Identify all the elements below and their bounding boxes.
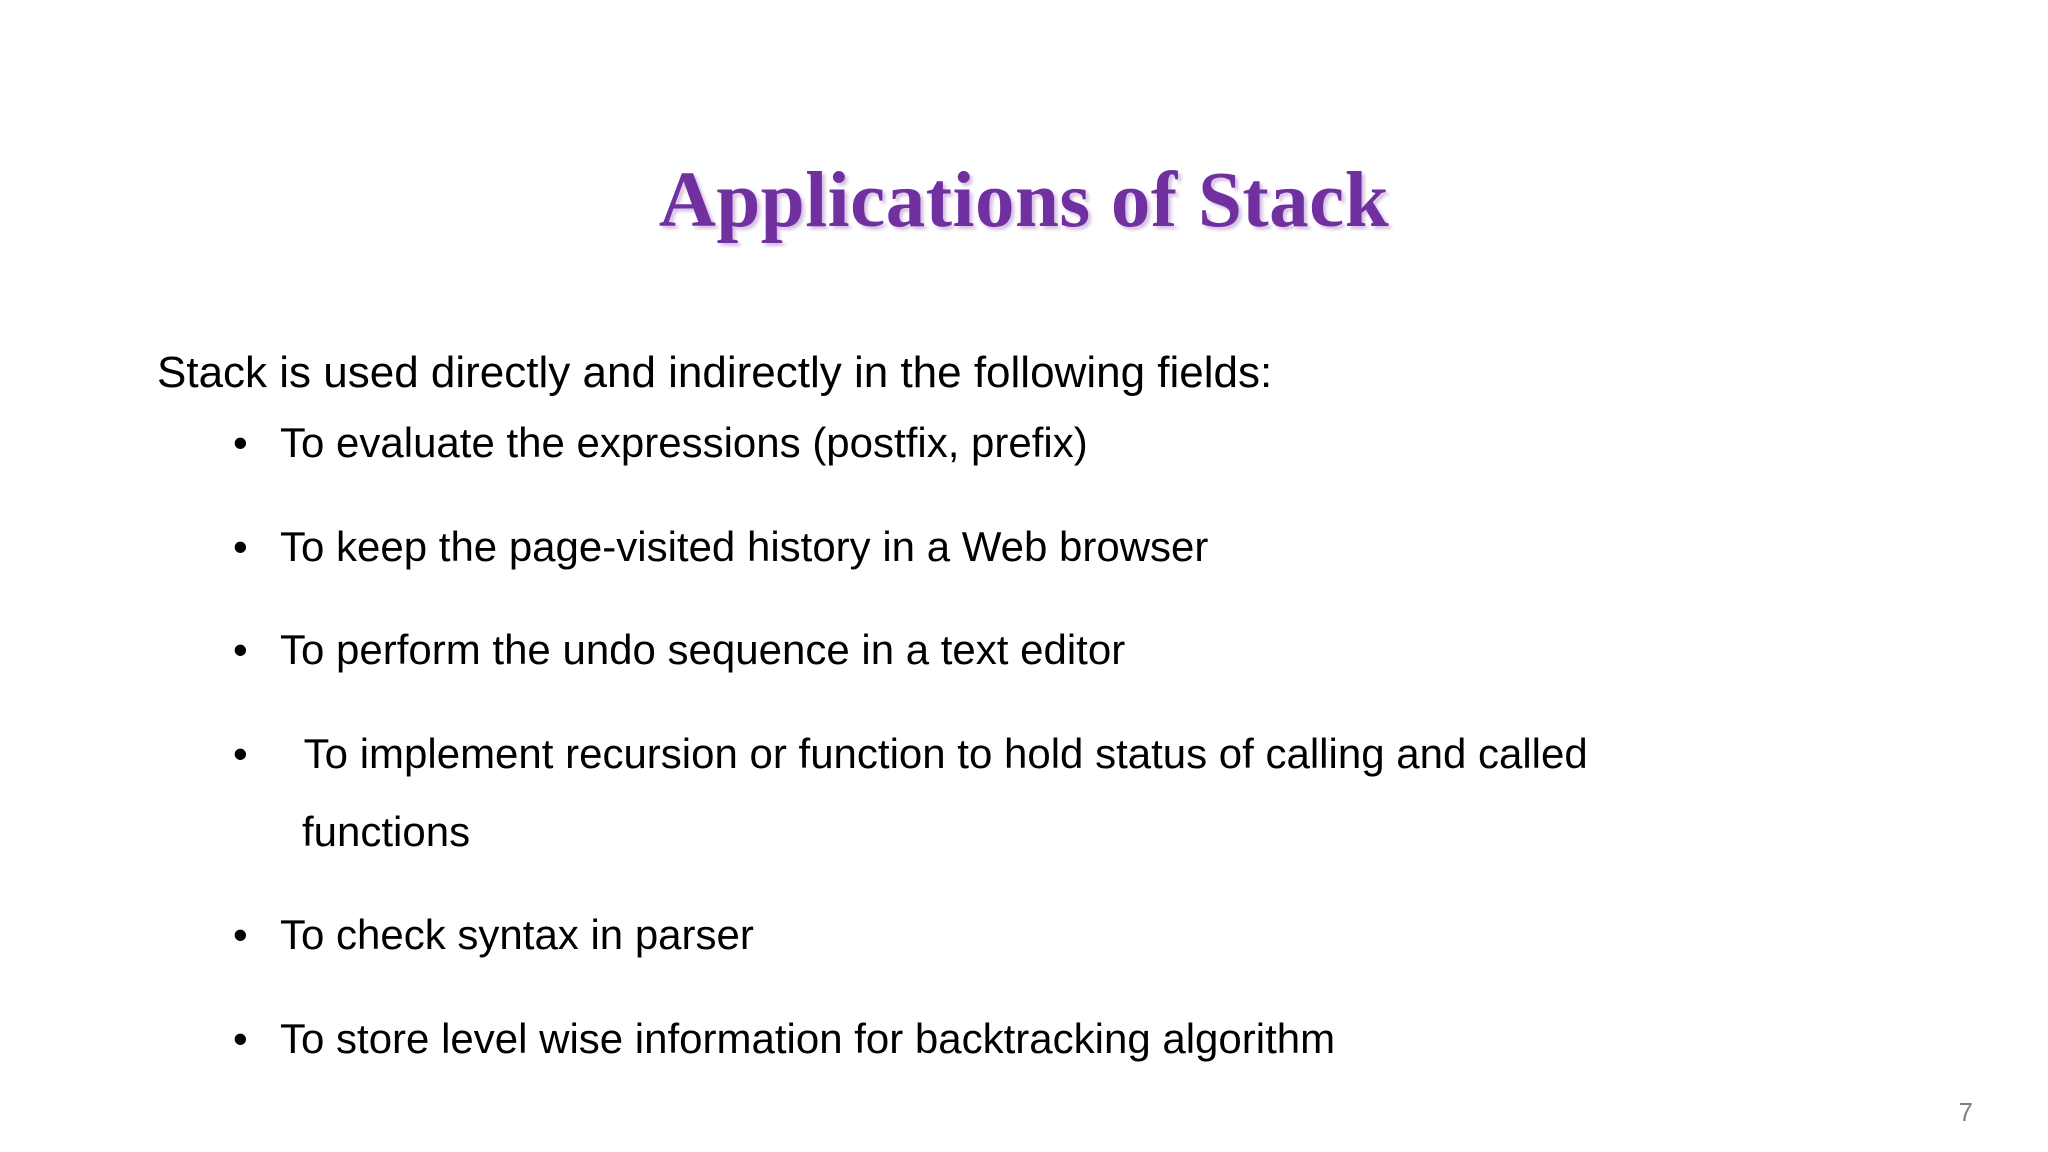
bullet-dot-icon: •: [233, 419, 248, 466]
bullet-dot-icon: •: [233, 1014, 248, 1062]
bullet-list: • To evaluate the expressions (postfix, …: [233, 413, 1793, 1068]
list-item-text-continuation: functions: [302, 807, 471, 855]
bullet-dot-icon: •: [233, 626, 248, 674]
slide-title: Applications of Stack: [658, 156, 1390, 244]
list-item-text: To store level wise information for back…: [280, 1014, 1336, 1062]
bullet-dot-icon: •: [233, 729, 248, 777]
list-item: • To store level wise information for ba…: [233, 1009, 1793, 1069]
list-item: • To check syntax in parser: [233, 905, 1793, 965]
list-item-text: To keep the page-visited history in a We…: [280, 522, 1209, 570]
list-item-text: To implement recursion or function to ho…: [292, 729, 1588, 777]
list-item-text: To perform the undo sequence in a text e…: [280, 626, 1126, 674]
intro-paragraph: Stack is used directly and indirectly in…: [157, 348, 1273, 397]
list-item: • To implement recursion or function to …: [233, 724, 1793, 861]
list-item-text: To check syntax in parser: [280, 911, 754, 959]
list-item: • To keep the page-visited history in a …: [233, 517, 1793, 577]
bullet-dot-icon: •: [233, 911, 248, 959]
list-item: • To evaluate the expressions (postfix, …: [233, 413, 1793, 473]
list-item-text: To evaluate the expressions (postfix, pr…: [280, 419, 1088, 466]
page-number: 7: [1958, 1097, 1973, 1127]
bullet-dot-icon: •: [233, 522, 248, 570]
list-item: • To perform the undo sequence in a text…: [233, 620, 1793, 680]
